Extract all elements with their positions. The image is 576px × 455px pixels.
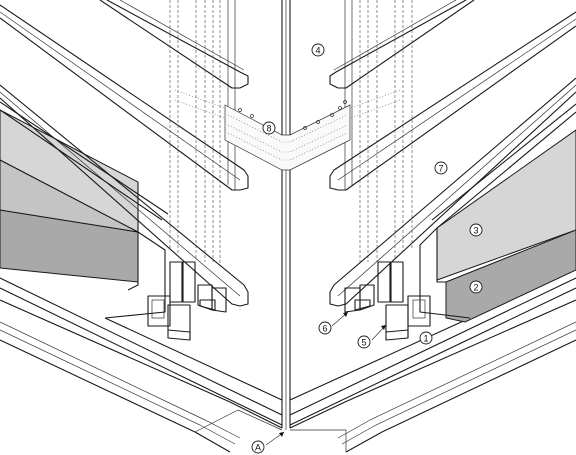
right-wall-panels	[436, 129, 576, 323]
callout-3: 3	[469, 223, 483, 237]
callout-2: 2	[469, 280, 483, 294]
clip-holes	[238, 100, 347, 130]
right-panel-dark	[445, 229, 576, 323]
callout-4: 4	[311, 43, 325, 57]
callout-6: 6	[318, 321, 332, 335]
left-girts	[0, 0, 249, 307]
arrow-A	[279, 432, 284, 437]
svg-text:A: A	[255, 443, 261, 453]
callout-8: 8	[262, 121, 276, 135]
callout-5: 5	[357, 335, 371, 349]
callout-A: A	[251, 440, 265, 454]
left-panel-clips	[147, 261, 227, 341]
svg-text:7: 7	[438, 164, 443, 174]
perforated-corner-clip	[174, 89, 401, 171]
right-panel-clips	[344, 261, 431, 341]
svg-text:5: 5	[361, 338, 366, 348]
callout-1: 1	[419, 331, 433, 345]
svg-text:1: 1	[423, 334, 428, 344]
svg-text:8: 8	[266, 124, 271, 134]
corner-edges	[281, 0, 291, 430]
svg-text:3: 3	[473, 226, 478, 236]
svg-text:4: 4	[315, 46, 320, 56]
leader-lines	[265, 311, 387, 446]
svg-text:6: 6	[322, 324, 327, 334]
right-backing	[344, 0, 471, 319]
svg-text:2: 2	[473, 283, 478, 293]
left-wall-panels	[0, 109, 139, 291]
arrow-5	[381, 325, 386, 330]
vertical-studs	[169, 0, 413, 265]
base-flashing	[0, 277, 576, 453]
arrow-6	[343, 312, 348, 317]
right-girts	[329, 0, 576, 307]
left-backing	[104, 0, 236, 319]
callout-7: 7	[434, 161, 448, 175]
